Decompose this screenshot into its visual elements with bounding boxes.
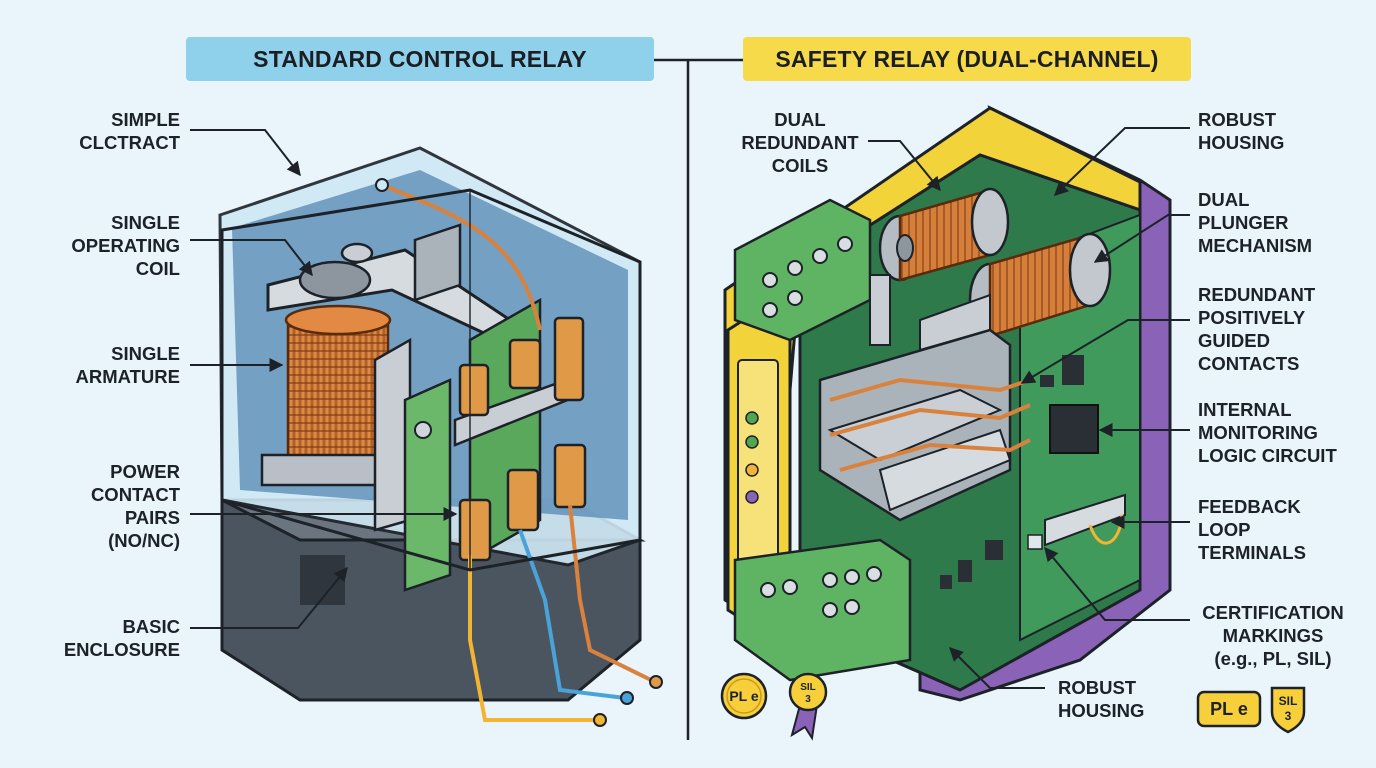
right-leader-lines [868, 127, 1190, 689]
center-divider [654, 58, 743, 740]
standard-relay-header: STANDARD CONTROL RELAY [186, 37, 654, 81]
left-leader-lines [190, 129, 458, 629]
safety-relay-illustration [723, 105, 1172, 702]
standard-relay-illustration [218, 146, 663, 727]
safety-relay-header: SAFETY RELAY (DUAL-CHANNEL) [743, 37, 1191, 81]
